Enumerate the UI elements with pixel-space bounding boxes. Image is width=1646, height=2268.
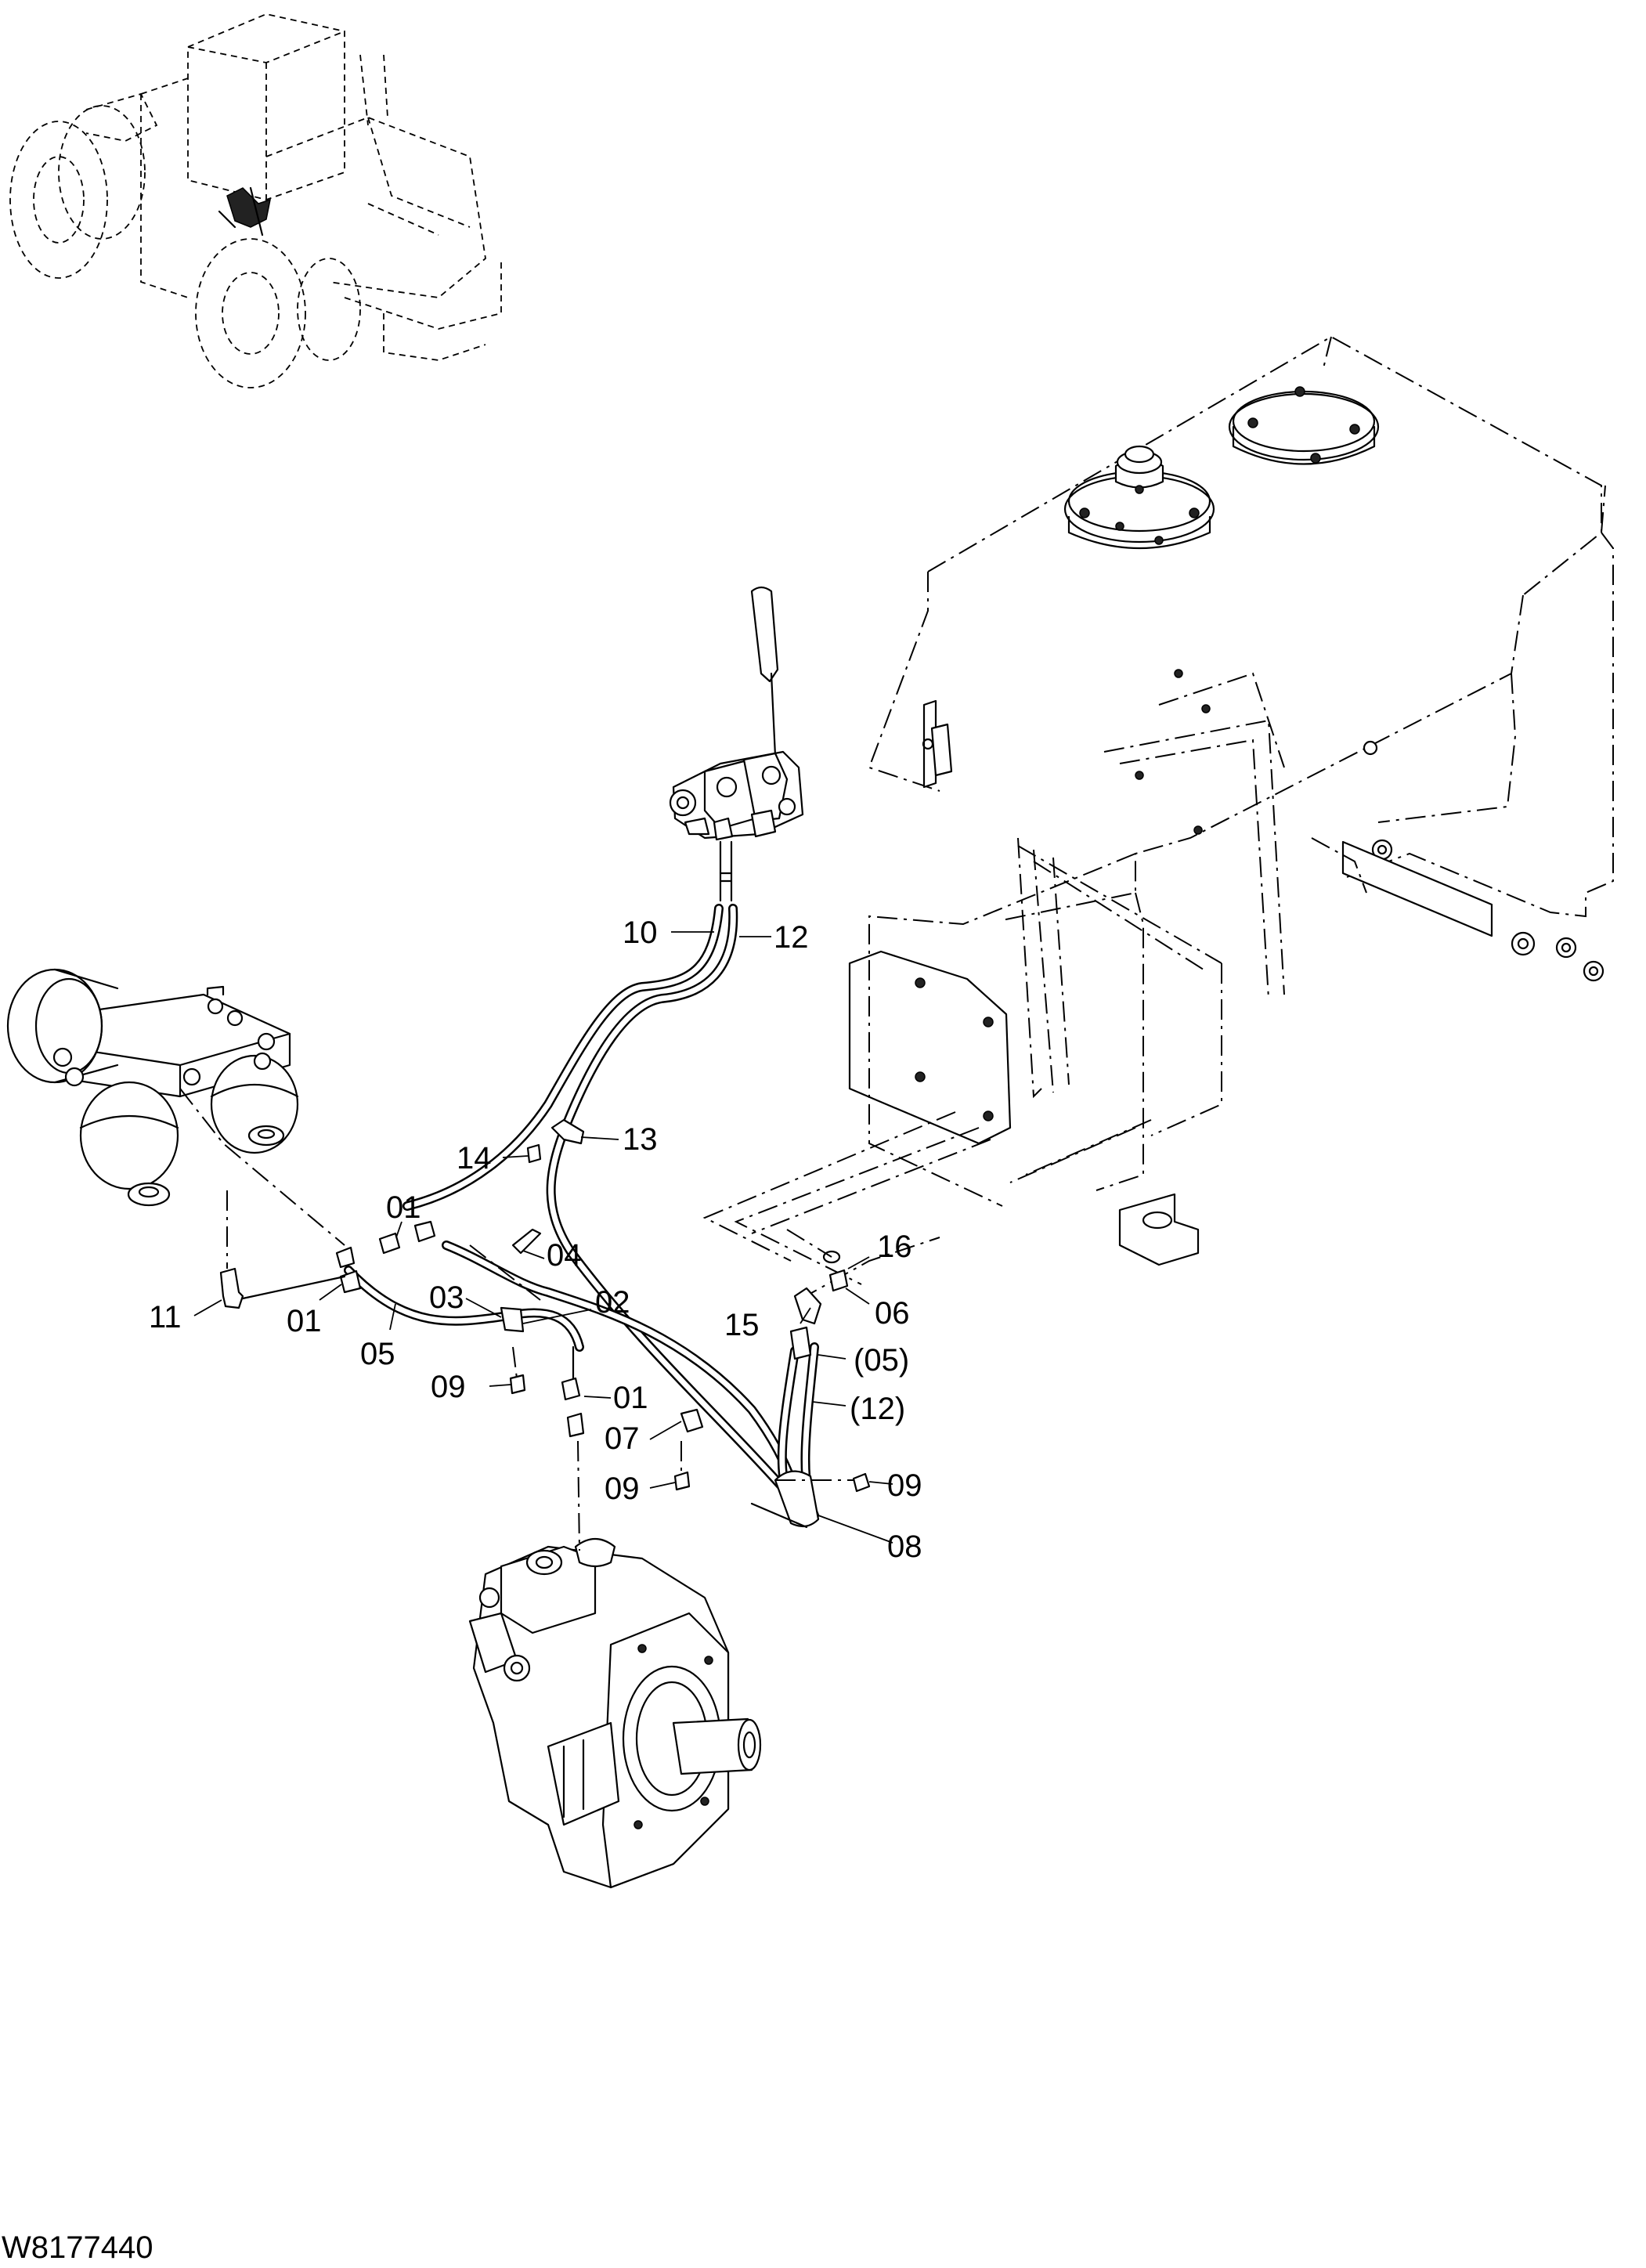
assembly-center-lines [179, 1088, 854, 1551]
hydraulic-tank [702, 335, 1614, 1301]
callout-03: 03 [429, 1280, 464, 1315]
callout-01-lower: 01 [613, 1381, 648, 1415]
callout-05-ref: (05) [854, 1343, 909, 1378]
callout-11: 11 [149, 1300, 182, 1334]
pilot-valve [669, 586, 804, 902]
callout-12: 12 [774, 920, 809, 955]
callout-labels: 10 12 14 13 01 04 03 02 11 01 05 09 01 0… [149, 916, 922, 1564]
callout-leaders [193, 931, 893, 1544]
callout-08: 08 [887, 1529, 922, 1564]
callout-15: 15 [724, 1308, 760, 1342]
hydraulic-pump [468, 1537, 762, 1889]
hose-assemblies [344, 904, 820, 1529]
callout-13: 13 [623, 1122, 658, 1157]
callout-01-upper: 01 [386, 1190, 421, 1225]
callout-01-middle: 01 [287, 1304, 322, 1338]
callout-09-middle: 09 [605, 1472, 640, 1506]
machine-overview-inset [9, 13, 502, 388]
callout-10: 10 [623, 916, 658, 950]
callout-04: 04 [547, 1238, 582, 1273]
callout-12-ref: (12) [850, 1392, 905, 1426]
callout-09-right: 09 [887, 1468, 922, 1503]
callout-07: 07 [605, 1421, 640, 1456]
callout-02: 02 [595, 1285, 630, 1320]
accumulator-block [6, 968, 299, 1207]
callout-09-left: 09 [431, 1370, 466, 1404]
callout-06: 06 [875, 1296, 910, 1331]
drawing-code: W8177440 [2, 2230, 153, 2265]
callout-05: 05 [360, 1337, 395, 1371]
callout-16: 16 [877, 1230, 912, 1264]
callout-14: 14 [457, 1141, 492, 1176]
